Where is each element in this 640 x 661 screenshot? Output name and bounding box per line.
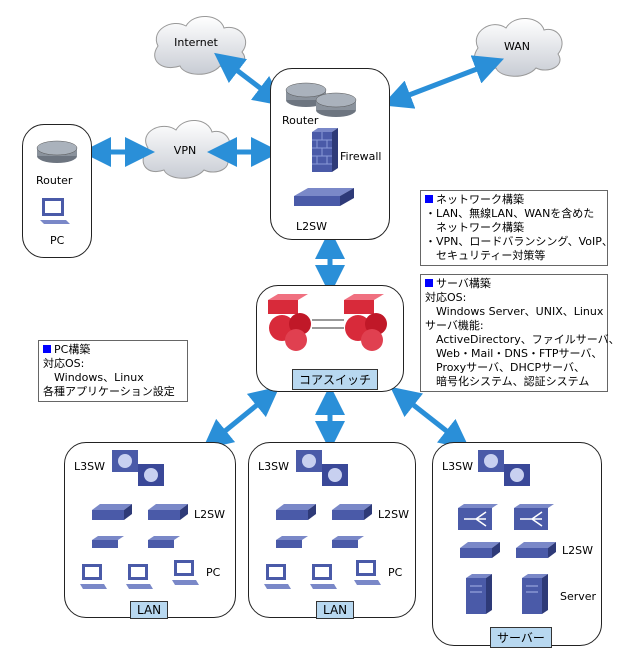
lan2-l2sw-icon-b	[332, 504, 372, 520]
server-info-box: サーバ構築 対応OS: Windows Server、UNIX、Linux サー…	[420, 274, 620, 392]
lan1-pc-icon-c	[172, 560, 199, 585]
server-l3sw-label: L3SW	[442, 460, 473, 473]
remote-router-icon	[36, 140, 78, 163]
firewall-icon	[312, 128, 338, 172]
server-info-line: 対応OS:	[425, 291, 467, 304]
lan1-hub-icon-b	[148, 536, 180, 548]
server-info-line: Proxyサーバ、DHCPサーバ、	[425, 361, 585, 374]
router-label: Router	[282, 114, 319, 127]
lan1-l2sw-label: L2SW	[194, 508, 225, 521]
lan1-pc-icon-a	[80, 564, 107, 589]
remote-pc-label: PC	[50, 234, 65, 247]
core-switch-icon	[268, 294, 387, 351]
internet-cloud-label: Internet	[174, 36, 218, 49]
lan2-l3sw-label: L3SW	[258, 460, 289, 473]
l2sw-icon	[294, 188, 354, 206]
server-info-line: Web・Mail・DNS・FTPサーバ、	[425, 347, 603, 360]
network-info-box: ネットワーク構築 ・LAN、無線LAN、WANを含めた ネットワーク構築 ・VP…	[420, 190, 613, 266]
lan2-l2sw-label: L2SW	[378, 508, 409, 521]
lan1-l3sw-icon	[112, 450, 164, 486]
pc-info-line: 対応OS:	[43, 357, 85, 370]
lan2-l2sw-icon-a	[276, 504, 316, 520]
core-server-link	[390, 386, 470, 450]
server-group-tag: サーバー	[490, 627, 552, 648]
server-l2sw-icon-b	[516, 542, 556, 558]
server-info-header: サーバ構築	[425, 277, 603, 291]
remote-pc-icon	[40, 198, 70, 224]
server-l3sw-icon	[478, 450, 530, 486]
load-balancer-icon-a	[458, 504, 498, 530]
lan2-pc-icon-b	[310, 564, 337, 589]
lan1-l2sw-icon-a	[92, 504, 132, 520]
firewall-label: Firewall	[340, 150, 382, 163]
core-lan1-link	[202, 386, 280, 450]
pc-info-line: Windows、Linux	[43, 371, 144, 384]
lan2-pc-icon-c	[354, 560, 381, 585]
server-info-line: サーバ機能:	[425, 319, 484, 332]
lan2-hub-icon-a	[276, 536, 308, 548]
server-info-line: 暗号化システム、認証システム	[425, 375, 590, 388]
lan2-tag: LAN	[316, 601, 355, 619]
server-info-line: ActiveDirectory、ファイルサーバ、	[425, 333, 620, 346]
lan2-hub-icon-b	[332, 536, 364, 548]
network-info-line: ネットワーク構築	[425, 221, 524, 234]
lan1-pc-label: PC	[206, 566, 221, 579]
vpn-cloud-label: VPN	[173, 144, 197, 157]
network-links	[81, 52, 505, 451]
router-icon	[285, 82, 357, 117]
remote-router-label: Router	[36, 174, 73, 187]
server-label: Server	[560, 590, 597, 603]
server-icon-a	[466, 574, 492, 614]
wan-link	[381, 55, 505, 109]
network-info-header: ネットワーク構築	[425, 193, 603, 207]
lan1-pc-icon-b	[126, 564, 153, 589]
server-icon-b	[522, 574, 548, 614]
load-balancer-icon-b	[514, 504, 554, 530]
network-info-line: ・VPN、ロードバランシング、VoIP、	[425, 235, 613, 248]
pc-info-line: 各種アプリケーション設定	[43, 385, 175, 398]
network-info-line: セキュリティー対策等	[425, 249, 546, 262]
lan1-tag: LAN	[130, 601, 169, 619]
pc-info-header: PC構築	[43, 343, 183, 357]
server-l2sw-label: L2SW	[562, 544, 593, 557]
lan2-l3sw-icon	[296, 450, 348, 486]
network-info-line: ・LAN、無線LAN、WANを含めた	[425, 207, 595, 220]
top-l2sw-label: L2SW	[296, 220, 327, 233]
core-switch-tag: コアスイッチ	[292, 369, 379, 390]
lan1-l2sw-icon-b	[148, 504, 188, 520]
lan1-l3sw-label: L3SW	[74, 460, 105, 473]
pc-info-box: PC構築 対応OS: Windows、Linux 各種アプリケーション設定	[38, 340, 188, 402]
internet-link	[214, 52, 284, 107]
lan2-pc-icon-a	[264, 564, 291, 589]
server-info-line: Windows Server、UNIX、Linux	[425, 305, 604, 318]
lan1-hub-icon-a	[92, 536, 124, 548]
lan2-pc-label: PC	[388, 566, 403, 579]
wan-cloud-label: WAN	[503, 40, 531, 53]
server-l2sw-icon-a	[460, 542, 500, 558]
